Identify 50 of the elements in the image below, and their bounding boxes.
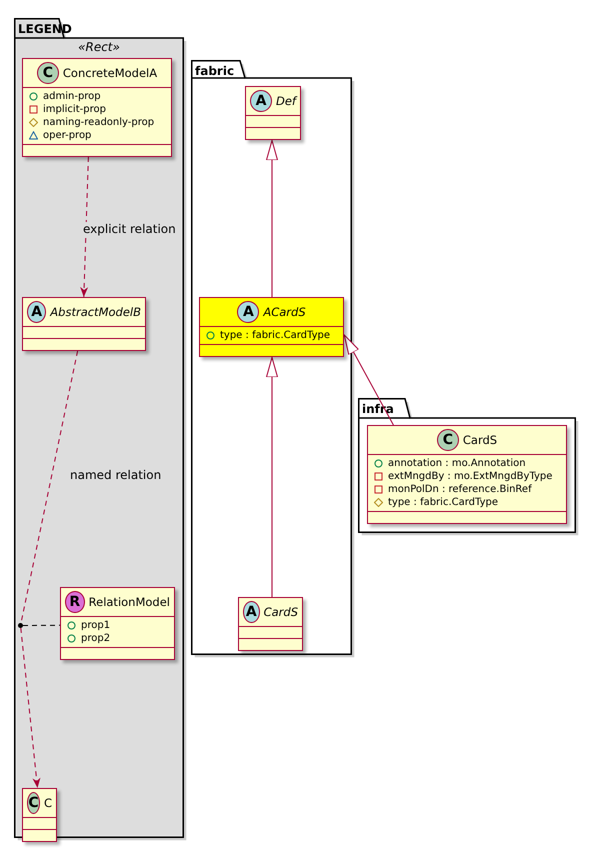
dashed-line: [22, 624, 60, 626]
attribute-text: prop2: [81, 632, 110, 645]
attribute-text: naming-readonly-prop: [43, 116, 154, 129]
junction-dot: [18, 623, 23, 628]
class-type-badge: A: [27, 301, 46, 323]
class-type-badge: A: [237, 301, 260, 323]
dependency-arrow: [80, 156, 89, 298]
attribute-text: extMngdBy : mo.ExtMngdByType: [388, 470, 552, 483]
attribute-text: type : fabric.CardType: [220, 329, 330, 342]
class-type-badge: A: [243, 601, 260, 623]
class-type-badge: A: [250, 90, 272, 112]
class-box: [367, 425, 567, 524]
attribute-text: type : fabric.CardType: [388, 496, 498, 509]
inheritance-arrow: [266, 140, 278, 298]
package-frame: [191, 60, 356, 659]
package-frame: [14, 18, 188, 842]
class-box: [245, 86, 301, 140]
class-type-badge: C: [36, 62, 59, 84]
edge-label: named relation: [70, 468, 162, 482]
dependency-arrow: [20, 628, 40, 788]
class-name: RelationModel: [88, 595, 170, 609]
class-box: [22, 58, 172, 157]
class-box: [22, 297, 146, 351]
attribute-text: oper-prop: [43, 129, 92, 142]
class-name: C: [44, 796, 52, 810]
attribute-text: implicit-prop: [43, 103, 106, 116]
stereotype-label: «Rect»: [77, 40, 121, 54]
class-box: [238, 597, 303, 651]
class-name: CardS: [264, 605, 298, 619]
attribute-text: admin-prop: [43, 90, 101, 103]
class-name: CardS: [462, 433, 498, 447]
inheritance-arrow: [266, 356, 278, 598]
class-box: [60, 587, 175, 660]
class-type-badge: C: [27, 792, 40, 814]
class-name: Def: [276, 94, 296, 108]
class-name: ACardS: [263, 305, 306, 319]
edge-label: explicit relation: [83, 222, 176, 236]
class-name: AbstractModelB: [50, 305, 141, 319]
attribute-text: annotation : mo.Annotation: [388, 457, 526, 470]
class-name: ConcreteModelA: [62, 66, 158, 80]
attribute-text: monPolDn : reference.BinRef: [388, 483, 532, 496]
class-type-badge: C: [436, 429, 459, 451]
inheritance-arrow: [344, 334, 394, 426]
package-name: fabric: [195, 64, 234, 78]
package-frame: [358, 398, 580, 537]
attribute-text: prop1: [81, 619, 110, 632]
class-type-badge: R: [65, 591, 85, 613]
class-box: [199, 297, 344, 357]
class-box: [22, 788, 57, 842]
dashed-line: [20, 350, 78, 624]
